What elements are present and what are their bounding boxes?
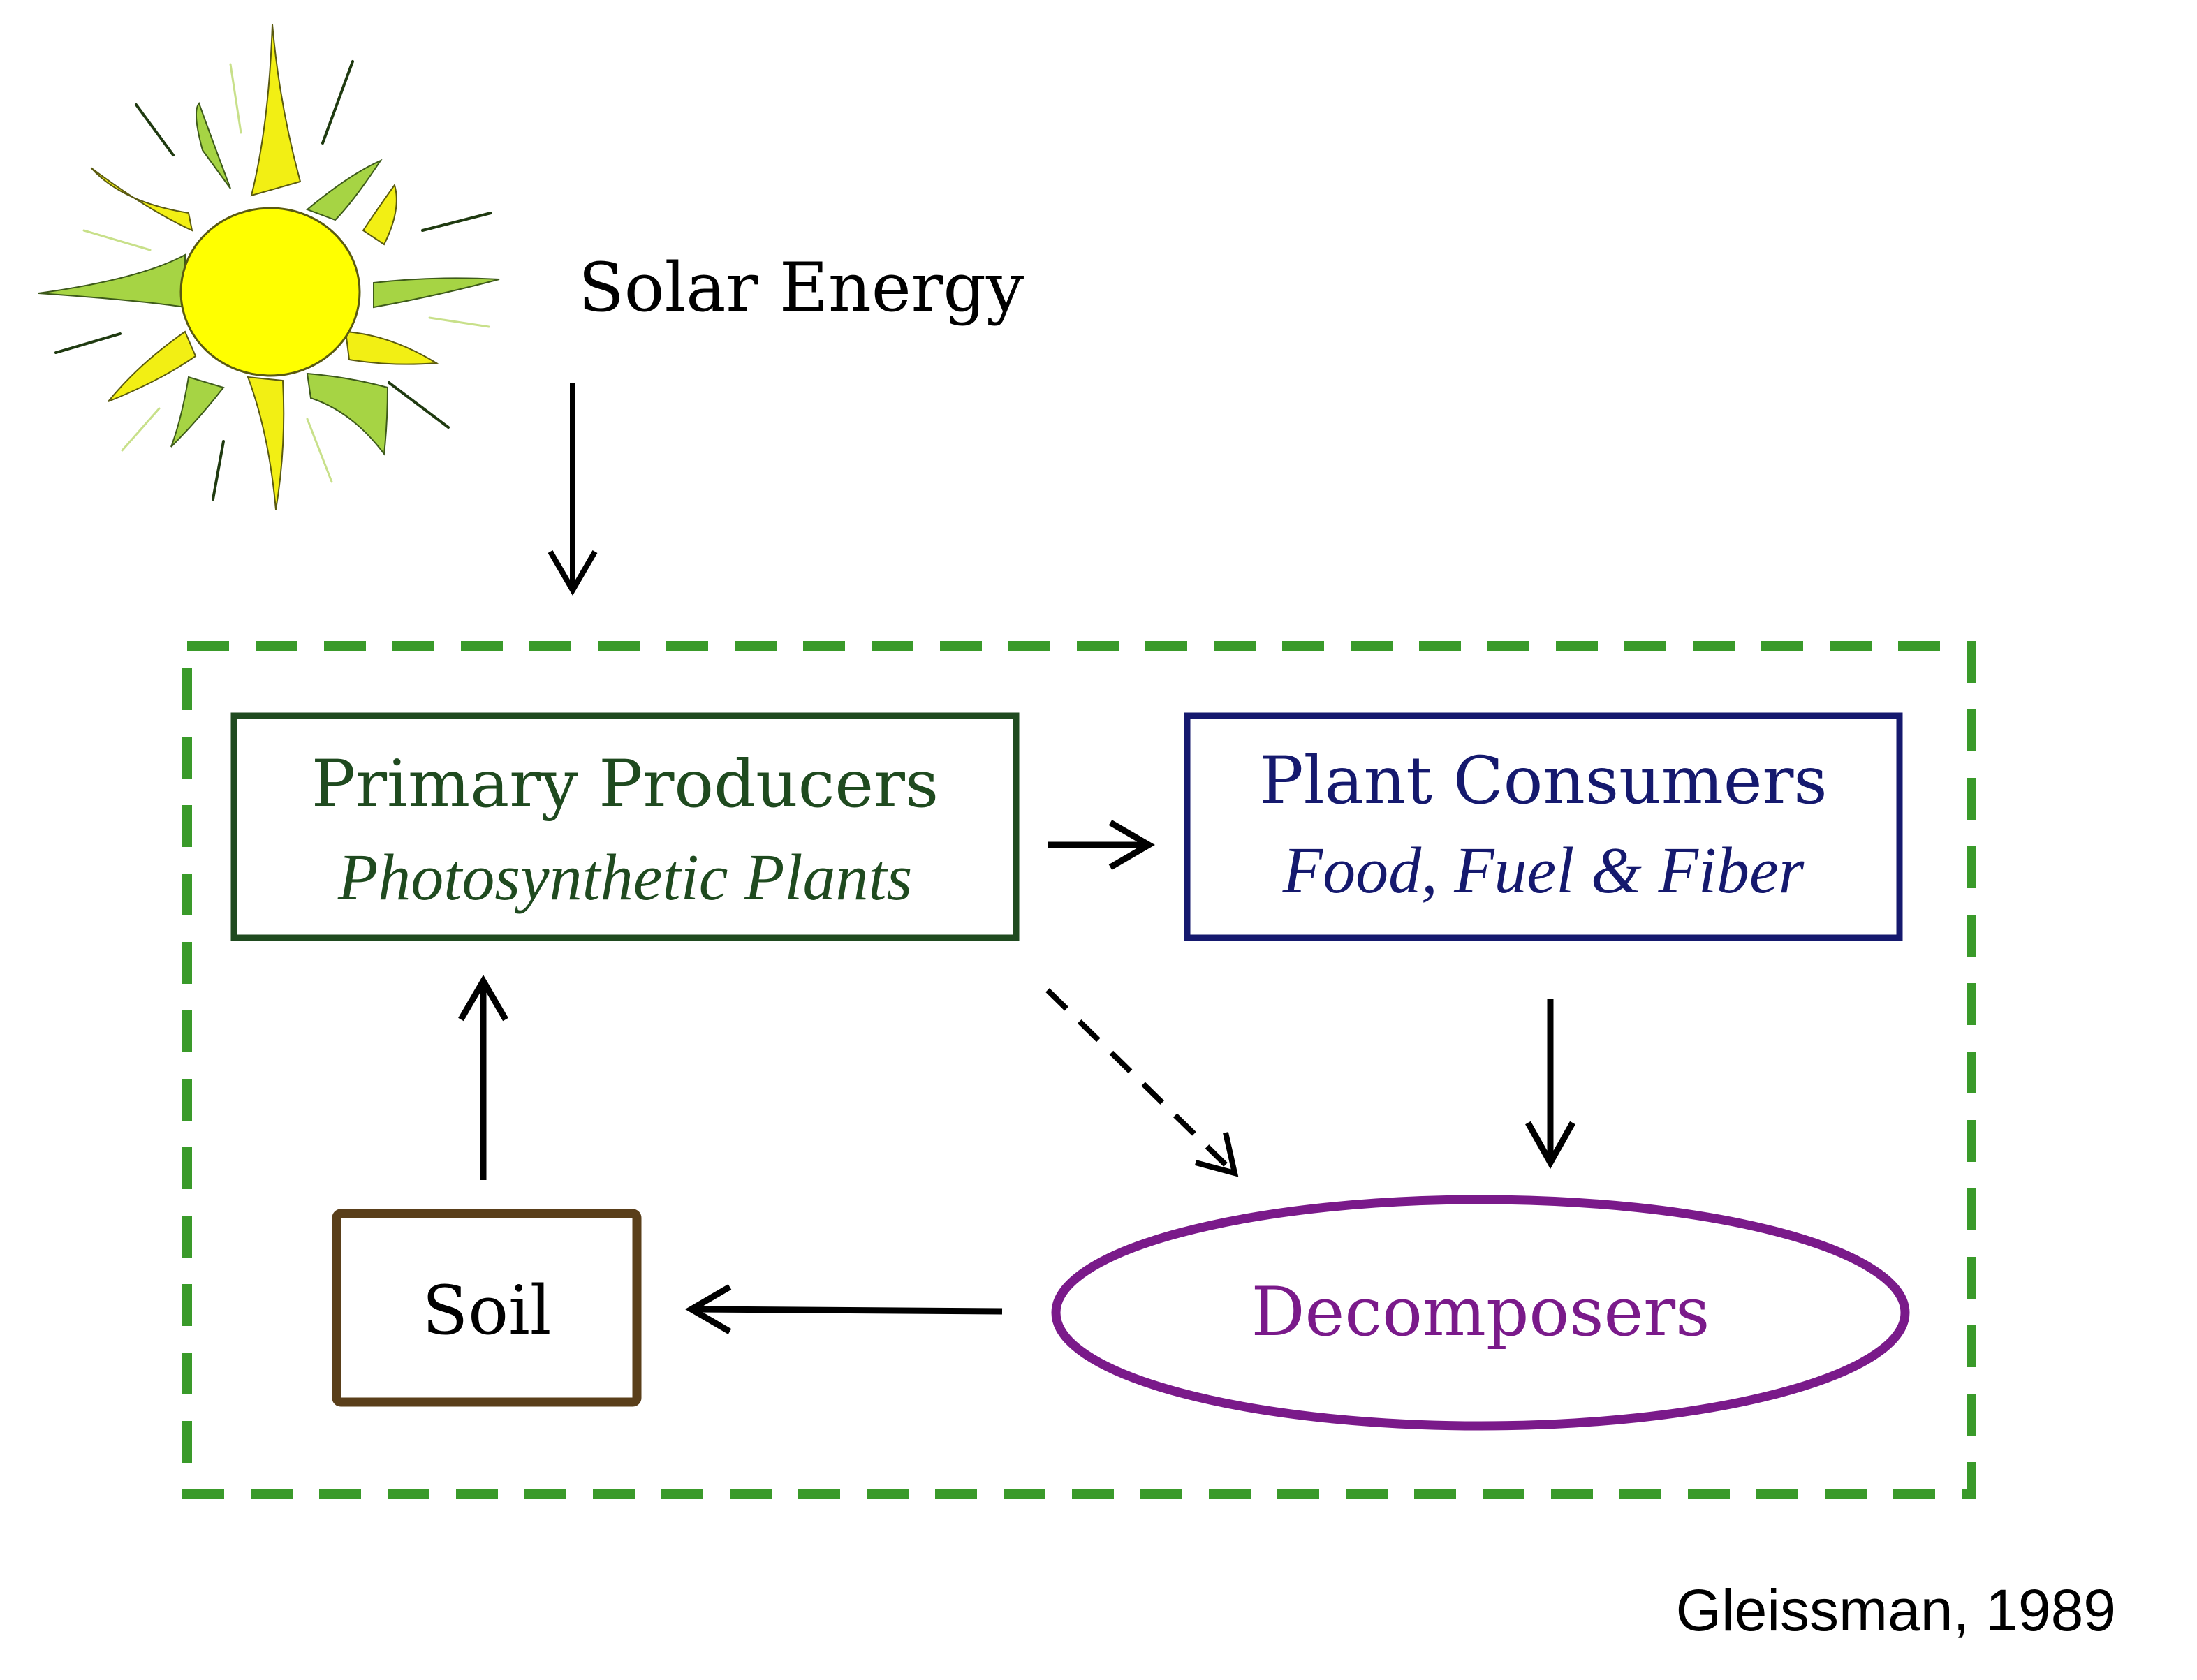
soil-to-producers-arrow bbox=[458, 975, 508, 1180]
decomposers-to-soil-arrow bbox=[685, 1284, 1003, 1334]
consumers-to-decomposers-arrow bbox=[1525, 999, 1575, 1170]
solar-energy-label: Solar Energy bbox=[578, 249, 1024, 327]
primary-producers-subtitle: Photosynthetic Plants bbox=[337, 841, 912, 914]
sun-icon bbox=[38, 24, 500, 510]
plant-consumers-title: Plant Consumers bbox=[1259, 743, 1827, 819]
decomposers-node: Decomposers bbox=[1051, 1195, 1910, 1431]
soil-node: Soil bbox=[332, 1209, 642, 1407]
plant-consumers-subtitle: Food, Fuel & Fiber bbox=[1282, 834, 1805, 907]
plant-consumers-node: Plant Consumers Food, Fuel & Fiber bbox=[1184, 712, 1903, 941]
primary-producers-node: Primary Producers Photosynthetic Plants bbox=[230, 712, 1020, 941]
decomposers-title: Decomposers bbox=[1251, 1273, 1710, 1351]
producers-to-consumers-arrow bbox=[1048, 820, 1155, 870]
solar-energy-arrow bbox=[548, 383, 598, 596]
soil-title: Soil bbox=[422, 1272, 552, 1350]
attribution-label: Gleissman, 1989 bbox=[1676, 1577, 2116, 1643]
ecosystem-boundary bbox=[182, 641, 1976, 1499]
primary-producers-title: Primary Producers bbox=[311, 746, 939, 823]
producers-to-decomposers-dashed-arrow bbox=[1045, 988, 1239, 1177]
